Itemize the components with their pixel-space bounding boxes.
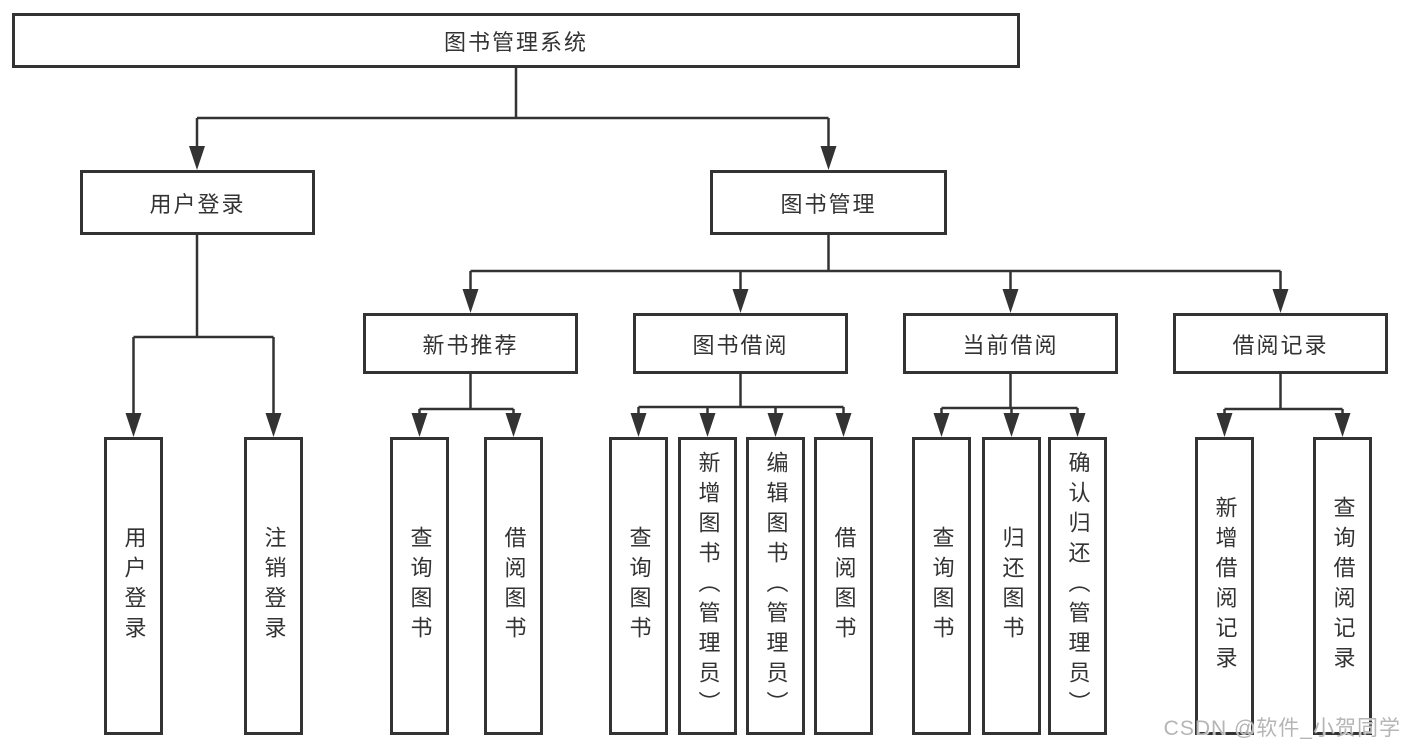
root-node: 图书管理系统 — [12, 13, 1020, 68]
connector-group2-to-leaves — [940, 374, 1079, 417]
leaf-query-books-current-label: 查询图书 — [929, 526, 955, 646]
connector-group0-to-leaves — [418, 374, 515, 417]
node-book-borrow: 图书借阅 — [633, 313, 848, 374]
leaf-query-books-current: 查询图书 — [912, 437, 971, 735]
node-new-book-recommend: 新书推荐 — [363, 313, 578, 374]
leaf-add-book-admin-label: 新增图书（管理员） — [695, 451, 721, 721]
node-borrow-records: 借阅记录 — [1173, 313, 1388, 374]
root-node-label: 图书管理系统 — [443, 29, 588, 55]
leaf-return-books-label: 归还图书 — [999, 526, 1025, 646]
node-borrow-records-label: 借阅记录 — [1232, 332, 1329, 358]
leaf-add-book-admin: 新增图书（管理员） — [678, 437, 737, 735]
node-book-borrow-label: 图书借阅 — [692, 332, 789, 358]
node-current-borrow-label: 当前借阅 — [962, 332, 1059, 358]
node-user-login: 用户登录 — [80, 170, 315, 235]
leaf-query-books-borrow: 查询图书 — [609, 437, 668, 735]
connector-paths — [132, 68, 1344, 417]
connector-group1-to-leaves — [637, 374, 845, 417]
leaf-borrow-books-recommend: 借阅图书 — [484, 437, 543, 735]
leaf-borrow-books-recommend-label: 借阅图书 — [501, 526, 527, 646]
leaf-query-books-recommend-label: 查询图书 — [407, 526, 433, 646]
connector-bookmgmt-to-groups — [469, 235, 1282, 293]
leaf-edit-book-admin: 编辑图书（管理员） — [746, 437, 805, 735]
connector-group3-to-leaves — [1223, 374, 1344, 417]
node-new-book-recommend-label: 新书推荐 — [422, 332, 519, 358]
leaf-logout: 注销登录 — [244, 437, 303, 735]
leaf-logout-label: 注销登录 — [261, 526, 287, 646]
node-user-login-label: 用户登录 — [149, 191, 246, 217]
leaf-query-books-borrow-label: 查询图书 — [626, 526, 652, 646]
leaf-add-borrow-record: 新增借阅记录 — [1195, 437, 1254, 735]
node-current-borrow: 当前借阅 — [903, 313, 1118, 374]
leaf-add-borrow-record-label: 新增借阅记录 — [1212, 496, 1238, 676]
leaf-edit-book-admin-label: 编辑图书（管理员） — [763, 451, 789, 721]
csdn-watermark: CSDN @软件_小贺同学 — [1163, 717, 1401, 740]
node-book-management-label: 图书管理 — [780, 191, 877, 217]
leaf-return-books: 归还图书 — [982, 437, 1041, 735]
connector-userlogin-to-leaves — [132, 235, 275, 417]
leaf-user-login: 用户登录 — [104, 437, 163, 735]
leaf-confirm-return-admin: 确认归还（管理员） — [1048, 437, 1107, 735]
leaf-borrow-books: 借阅图书 — [814, 437, 873, 735]
leaf-query-borrow-record-label: 查询借阅记录 — [1330, 496, 1356, 676]
leaf-query-borrow-record: 查询借阅记录 — [1313, 437, 1372, 735]
leaf-query-books-recommend: 查询图书 — [390, 437, 449, 735]
connector-root-to-level2 — [195, 68, 830, 150]
leaf-confirm-return-admin-label: 确认归还（管理员） — [1065, 451, 1091, 721]
leaf-user-login-label: 用户登录 — [121, 526, 147, 646]
node-book-management: 图书管理 — [710, 170, 947, 235]
leaf-borrow-books-label: 借阅图书 — [831, 526, 857, 646]
